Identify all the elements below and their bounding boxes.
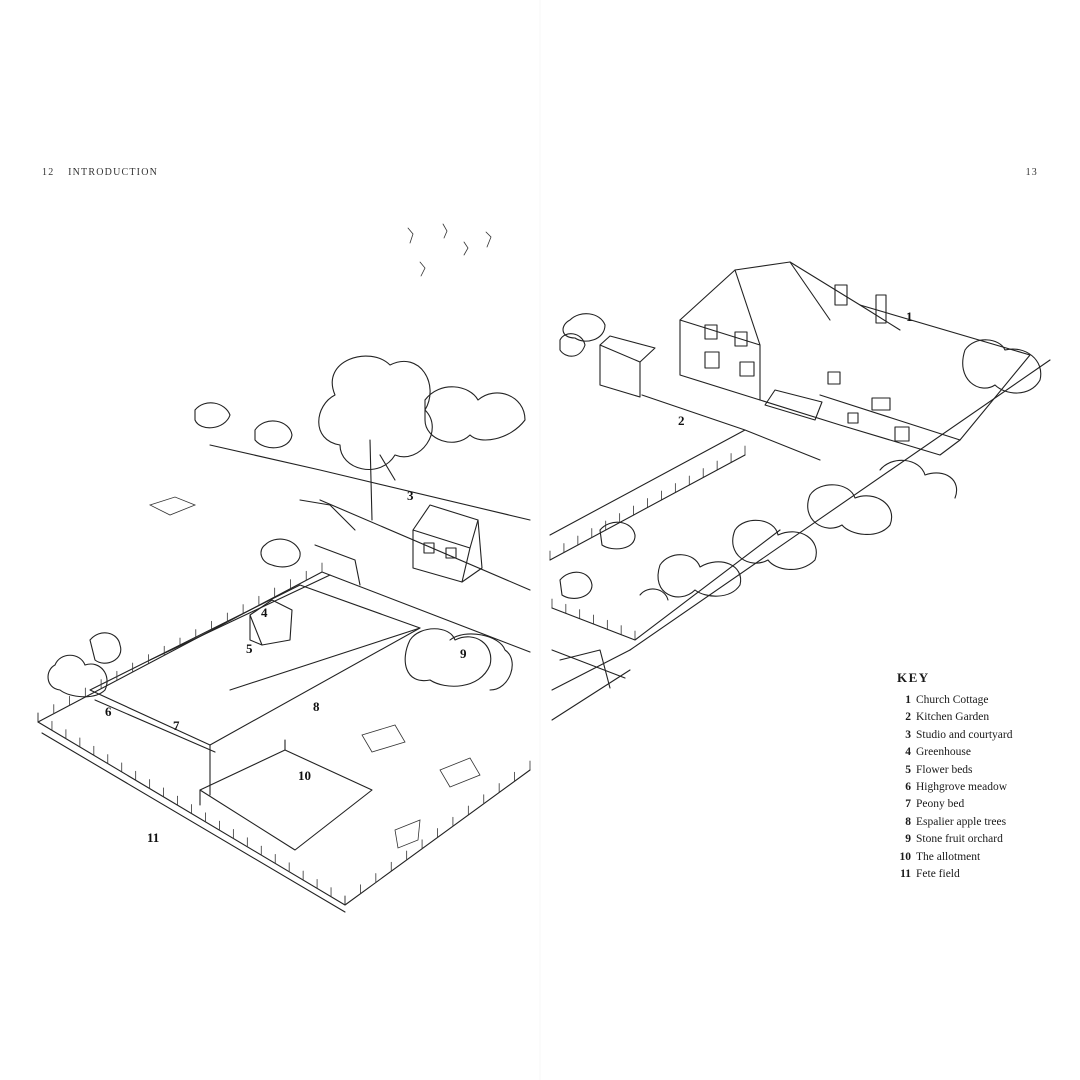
book-gutter xyxy=(539,0,541,1080)
key-item-label: Stone fruit orchard xyxy=(916,833,1003,846)
allotment-enclosure xyxy=(199,739,373,851)
trees-right xyxy=(559,313,1042,601)
key-item-label: The allotment xyxy=(916,850,981,863)
key-item: 11 Fete field xyxy=(897,866,1012,883)
plan-label-7: 7 xyxy=(173,718,180,733)
plan-label-9: 9 xyxy=(460,646,467,661)
key-item: 3 Studio and courtyard xyxy=(897,727,1012,744)
key-item-number: 4 xyxy=(905,746,911,759)
plan-label-11: 11 xyxy=(147,830,159,845)
key-item-label: Flower beds xyxy=(916,763,973,776)
plan-label-1: 1 xyxy=(906,309,913,324)
orchard-furniture xyxy=(148,496,481,849)
key-item-label: Fete field xyxy=(916,868,960,881)
fence-posts xyxy=(37,445,746,906)
key-item: 8 Espalier apple trees xyxy=(897,814,1012,831)
trees-left xyxy=(47,355,526,698)
key-item-label: Greenhouse xyxy=(916,746,971,759)
key-item-label: Church Cottage xyxy=(916,694,989,706)
key-item: 10 The allotment xyxy=(897,849,1012,866)
key-item-number: 5 xyxy=(905,763,911,776)
key-item-label: Espalier apple trees xyxy=(916,815,1007,828)
key-item: 1 Church Cottage xyxy=(897,692,1012,709)
key-item: 2 Kitchen Garden xyxy=(897,709,1012,726)
plan-label-5: 5 xyxy=(246,641,253,656)
left-page-number: 12 xyxy=(42,167,55,178)
key-item-label: Studio and courtyard xyxy=(916,728,1013,741)
key-item-number: 3 xyxy=(905,728,911,741)
plan-label-8: 8 xyxy=(313,699,320,714)
greenhouse-sketch xyxy=(249,599,293,646)
key-item: 7 Peony bed xyxy=(897,796,1012,813)
key-item: 5 Flower beds xyxy=(897,762,1012,779)
key-item-label: Peony bed xyxy=(916,798,965,811)
birds-sketch xyxy=(407,223,492,277)
plan-label-6: 6 xyxy=(105,704,112,719)
key-item-number: 8 xyxy=(905,815,911,828)
key-item-number: 1 xyxy=(905,694,911,706)
key-item-number: 7 xyxy=(905,798,911,811)
key-item-number: 11 xyxy=(900,868,911,881)
running-head: INTRODUCTION xyxy=(68,167,159,178)
key-item-number: 9 xyxy=(905,833,911,846)
meadow-enclosure xyxy=(89,574,421,796)
plan-key: KEY 1 Church Cottage 2 Kitchen Garden 3 Studi… xyxy=(897,670,1012,883)
key-list: 1 Church Cottage 2 Kitchen Garden 3 Studio an… xyxy=(897,692,1013,883)
plan-label-4: 4 xyxy=(261,605,268,620)
studio-building xyxy=(299,499,483,586)
key-item: 6 Highgrove meadow xyxy=(897,779,1012,796)
key-item-label: Kitchen Garden xyxy=(916,711,990,724)
kitchen-garden-walls xyxy=(549,394,821,691)
key-title: KEY xyxy=(897,670,930,685)
plan-label-2: 2 xyxy=(678,413,685,428)
key-item-number: 2 xyxy=(905,711,911,724)
plan-number-labels: 1 2 3 4 5 6 7 8 9 10 11 xyxy=(105,309,913,845)
right-page-number: 13 xyxy=(1025,167,1038,178)
key-item: 4 Greenhouse xyxy=(897,744,1012,761)
key-item: 9 Stone fruit orchard xyxy=(897,831,1012,848)
plan-label-10: 10 xyxy=(298,768,311,783)
key-item-number: 10 xyxy=(899,850,912,863)
church-cottage xyxy=(599,261,1031,456)
left-page-folio: 12 INTRODUCTION xyxy=(42,167,158,178)
right-field-edge xyxy=(551,359,1051,721)
key-item-label: Highgrove meadow xyxy=(916,781,1008,794)
key-item-number: 6 xyxy=(905,781,911,794)
plan-label-3: 3 xyxy=(407,488,414,503)
